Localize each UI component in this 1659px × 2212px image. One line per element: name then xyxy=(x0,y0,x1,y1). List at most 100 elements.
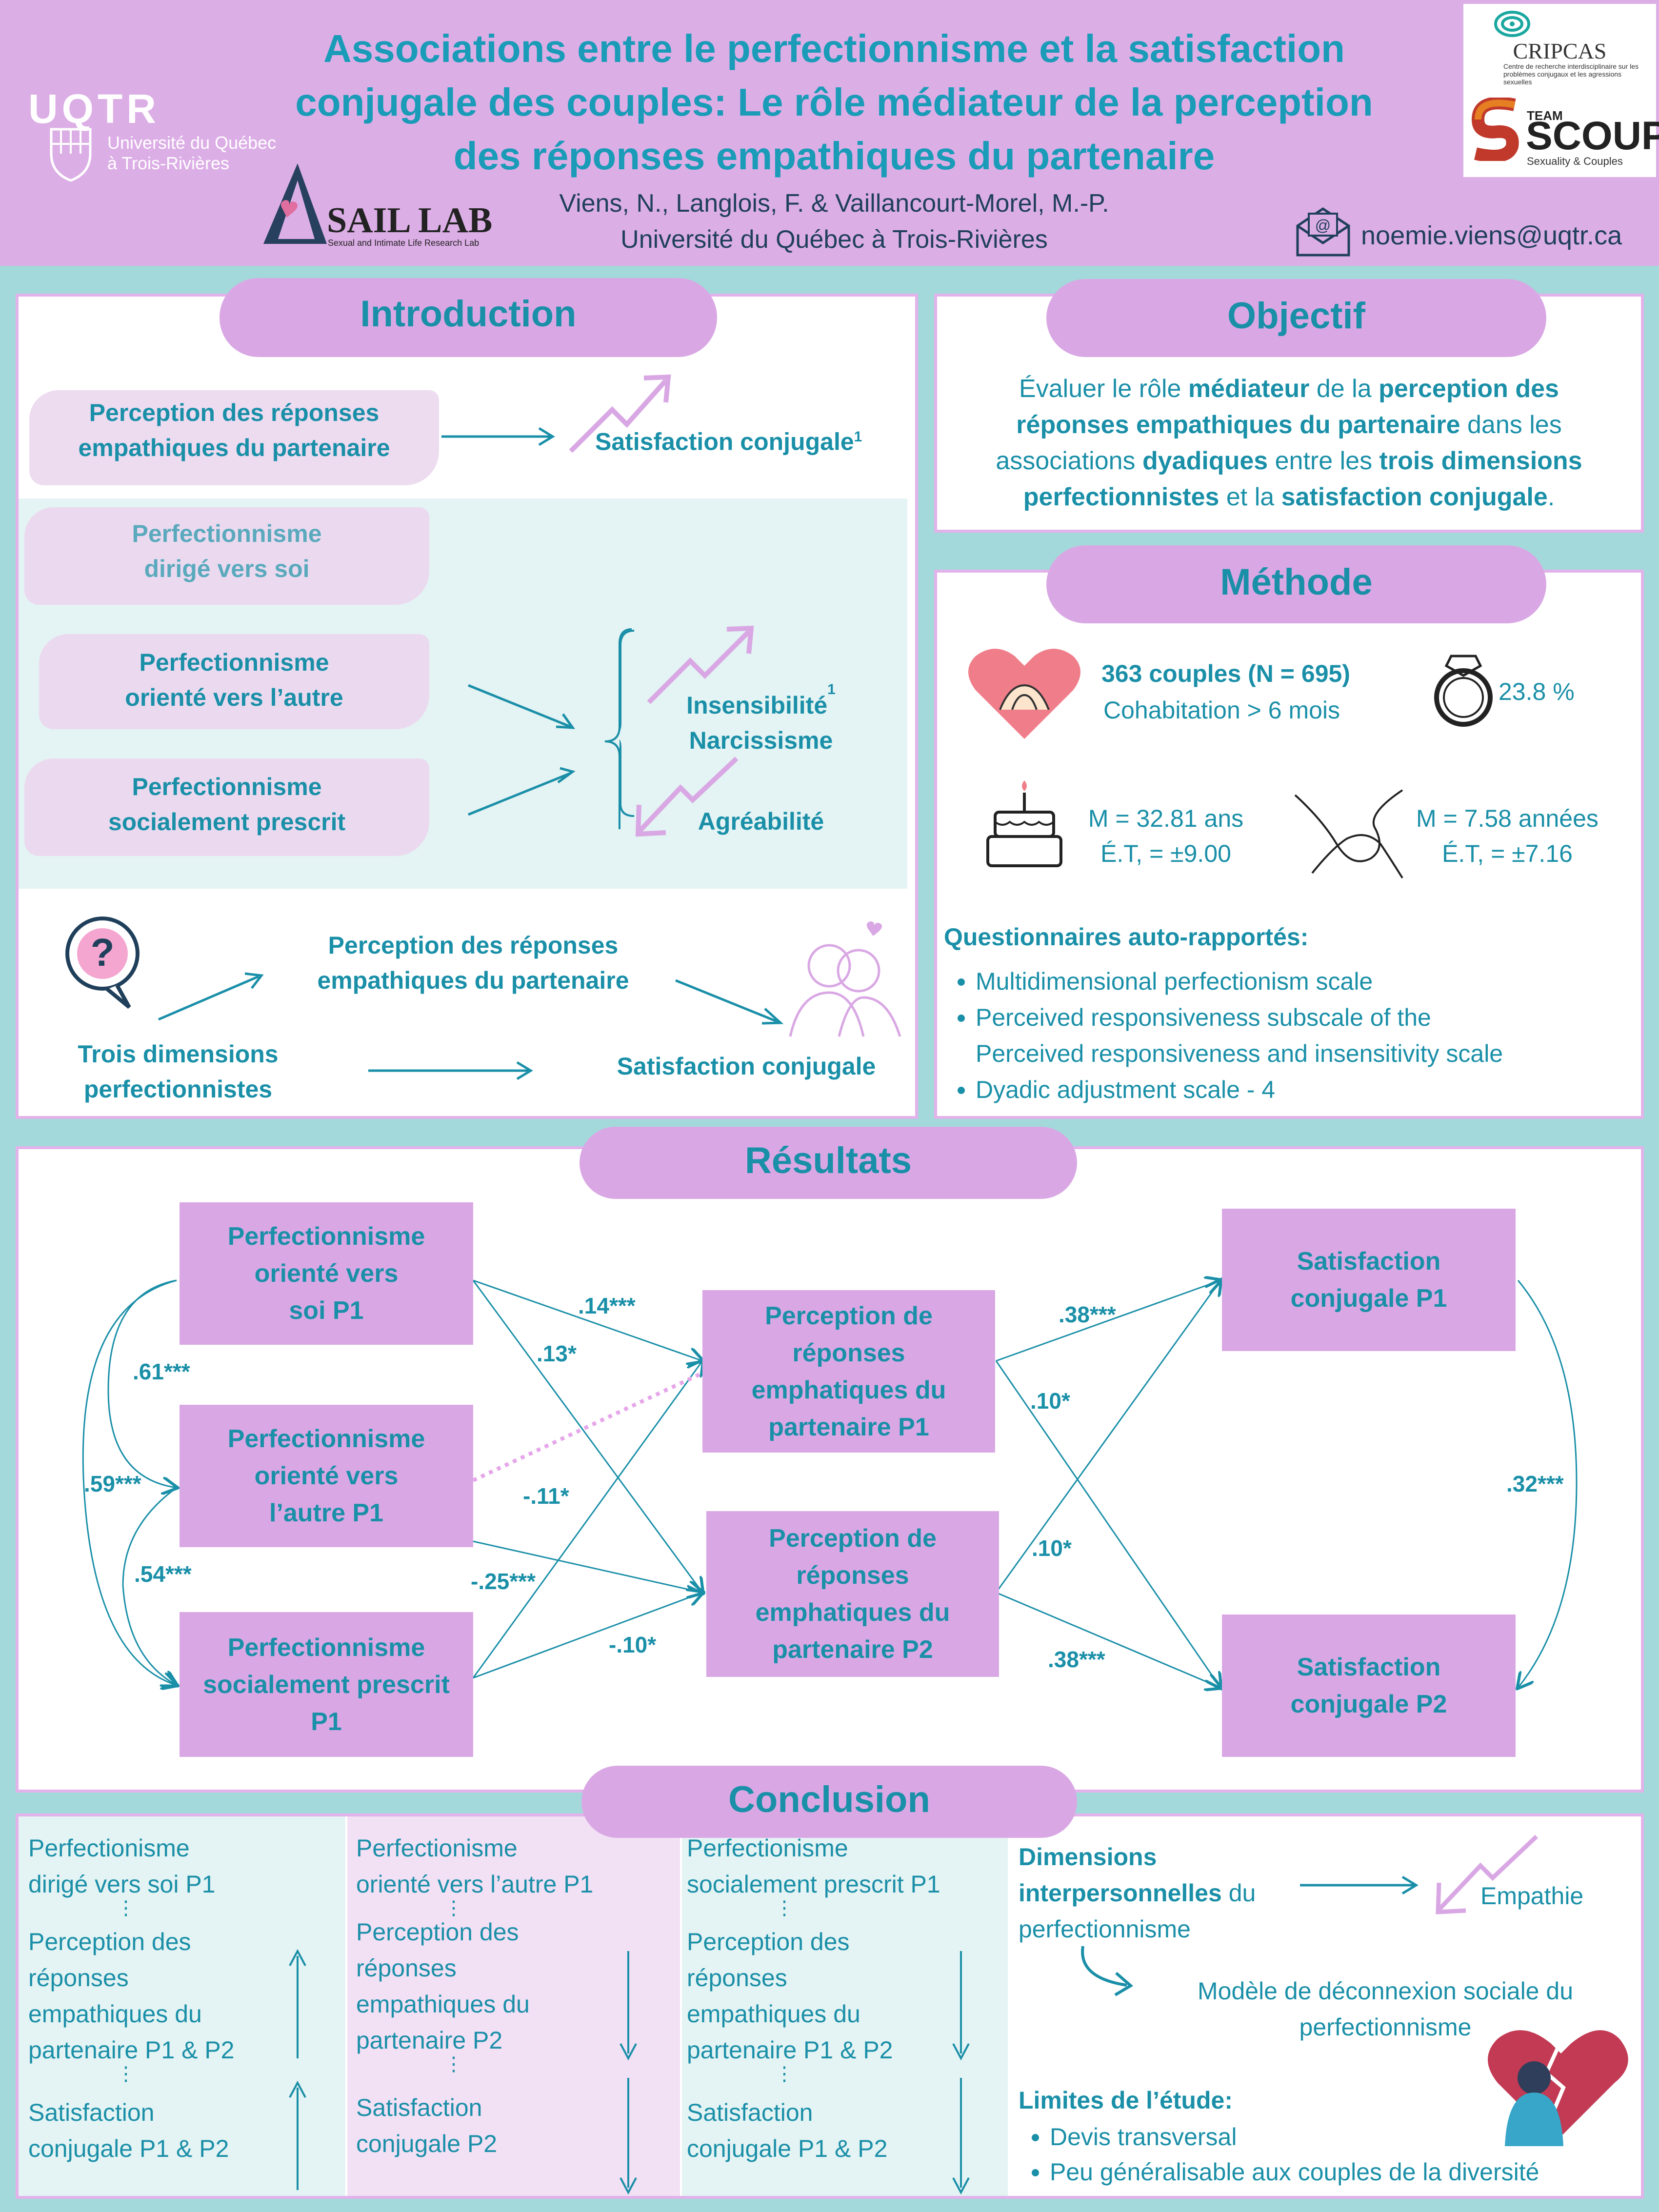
conclusion-title: Conclusion xyxy=(581,1766,1077,1838)
methode-married: 23.8 % xyxy=(1499,678,1575,705)
autre-l3: l’autre P1 xyxy=(269,1499,384,1527)
intro-sidebar-brace xyxy=(620,630,635,817)
dim1-line-1: Perfectionnisme xyxy=(132,520,322,547)
c2-c1: Satisfaction xyxy=(356,2094,482,2121)
conclusion-modele: Modèle de déconnexion sociale du perfect… xyxy=(1141,1973,1629,2045)
title-line-2: conjugale des couples: Le rôle médiateur… xyxy=(295,80,1373,124)
duration-mean: M = 7.58 années xyxy=(1416,805,1599,832)
objectif-seg-1-2: médiateur xyxy=(1188,375,1310,403)
objectif-seg-1-1: Évaluer le rôle xyxy=(1019,375,1188,403)
questionnaires-title: Questionnaires auto-rapportés: xyxy=(944,923,1309,951)
objectif-seg-4-2: et la xyxy=(1219,483,1281,511)
m2-l2: réponses xyxy=(796,1561,909,1590)
intro-brace-arrows xyxy=(468,628,632,829)
birthday-cake-icon xyxy=(986,780,1062,867)
dim1-line-2: dirigé vers soi xyxy=(144,555,310,582)
ring-icon xyxy=(1434,655,1493,727)
soc-l3: P1 xyxy=(311,1707,342,1736)
c2-a2: orienté vers l’autre P1 xyxy=(356,1871,594,1898)
quest-item-3: Dyadic adjustment scale - 4 xyxy=(976,1072,1639,1108)
duration-sd: É.T, = ±7.16 xyxy=(1442,840,1573,867)
uqtr-logo: UQTR xyxy=(28,86,160,132)
dim2-line-2: orienté vers l’autre xyxy=(125,684,343,711)
c2-b2: empathiques du xyxy=(356,1991,530,2018)
uqtr-sub-1: Université du Québec xyxy=(107,133,277,153)
uqtr-crest-icon xyxy=(50,128,92,182)
quest-item-2: Perceived responsiveness subscale of the… xyxy=(976,999,1639,1072)
quest-item-2b: Perceived responsiveness and insensitivi… xyxy=(976,1040,1503,1067)
model-x-line-2: perfectionnistes xyxy=(83,1076,273,1103)
soc-l2: socialement prescrit xyxy=(203,1670,450,1699)
resultats-title: Résultats xyxy=(580,1127,1077,1199)
conclusion-col2: Perfectionisme orienté vers l’autre P1 ⋮… xyxy=(356,1830,629,2162)
scoup-logo-icon xyxy=(1471,98,1519,161)
c3-b1: réponses xyxy=(687,1964,787,1992)
dim3-line-1: Perfectionnisme xyxy=(132,773,322,800)
conclusion-dimensions: Dimensions interpersonnelles du perfecti… xyxy=(1019,1839,1311,1947)
c2-b3: partenaire P2 xyxy=(356,2027,503,2054)
soi-l2: orienté vers xyxy=(254,1259,399,1288)
cripcas-swirl-icon xyxy=(1494,11,1530,37)
title-line-1: Associations entre le perfectionnisme et… xyxy=(323,27,1345,70)
coef-32: .32*** xyxy=(1506,1471,1564,1496)
scoup-subtitle: Sexuality & Couples xyxy=(1527,155,1623,167)
partner-logos-box xyxy=(1463,4,1656,177)
soc-l1: Perfectionnisme xyxy=(227,1633,425,1662)
couple-illustration-icon xyxy=(789,921,901,1037)
intro-agreabilite: Agréabilité xyxy=(698,808,824,835)
email-link[interactable]: noemie.viens@uqtr.ca xyxy=(1361,221,1622,250)
conclusion-col1-bg xyxy=(19,1816,345,2196)
intro-perception-line-2: empathiques du partenaire xyxy=(78,434,390,461)
c3-b3: partenaire P1 & P2 xyxy=(687,2036,893,2064)
intro-blob-dim1 xyxy=(24,507,429,605)
intro-narcissisme: Narcissisme xyxy=(689,727,833,754)
m2-l3: emphatiques du xyxy=(755,1598,950,1627)
scoup-team: TEAM xyxy=(1527,108,1563,123)
c3-a2: socialement prescrit P1 xyxy=(687,1871,940,1898)
dim-label-2a: interpersonnelles xyxy=(1019,1879,1222,1907)
holding-hands-icon xyxy=(1294,789,1403,879)
model-x-line-1: Trois dimensions xyxy=(78,1040,279,1068)
modele-line-2: perfectionnisme xyxy=(1299,2013,1472,2041)
affiliation: Université du Québec à Trois-Rivières xyxy=(620,225,1048,254)
c3-c2: conjugale P1 & P2 xyxy=(687,2135,888,2162)
trend-up-icon-2 xyxy=(647,625,754,704)
s1-l2: conjugale P1 xyxy=(1290,1284,1447,1313)
path-diagram-lines xyxy=(82,1146,1578,1793)
sail-lab-subtitle: Sexual and Intimate Life Research Lab xyxy=(328,238,480,248)
model-arrows xyxy=(158,972,784,1080)
heart-hands-icon xyxy=(968,649,1080,739)
coef-13: .13* xyxy=(537,1341,577,1366)
conclusion-col2-bg xyxy=(347,1816,680,2196)
c2-a1: Perfectionisme xyxy=(356,1834,518,1862)
col2-down-arrows xyxy=(620,1951,637,2195)
autre-l2: orienté vers xyxy=(254,1462,399,1490)
questionnaires-list: Multidimensional perfectionism scale Per… xyxy=(946,963,1639,1108)
dim-label-3: perfectionnisme xyxy=(1019,1915,1191,1943)
coef-m10: -.10* xyxy=(609,1632,657,1657)
s2-l2: conjugale P2 xyxy=(1290,1690,1447,1718)
c1-b3: partenaire P1 & P2 xyxy=(28,2036,235,2064)
model-x-label: Trois dimensions perfectionnistes xyxy=(34,1036,322,1107)
age-sd: É.T, = ±9.00 xyxy=(1100,840,1231,867)
intro-blob-dim2 xyxy=(39,634,429,729)
limite-2: Peu généralisable aux couples de la dive… xyxy=(1050,2154,1640,2190)
soi-l3: soi P1 xyxy=(289,1296,364,1325)
objectif-seg-1-3: de la xyxy=(1309,375,1379,403)
c3-c1: Satisfaction xyxy=(687,2099,813,2126)
coef-10b: .10* xyxy=(1032,1535,1072,1561)
col1-up-arrows xyxy=(289,1949,306,2190)
objectif-seg-3-3: entre les xyxy=(1268,447,1379,475)
intro-satisfaction-text: Satisfaction conjugale xyxy=(595,428,854,456)
email-icon: @ xyxy=(1296,207,1350,257)
coef-59: .59*** xyxy=(84,1471,141,1496)
objectif-seg-4-3: satisfaction conjugale xyxy=(1281,483,1548,511)
modele-line-1: Modèle de déconnexion sociale du xyxy=(1198,1977,1573,2005)
intro-outcomes-up: Insensibilité1 Narcissisme xyxy=(668,672,854,758)
dim2-line-1: Perfectionnisme xyxy=(139,649,329,676)
